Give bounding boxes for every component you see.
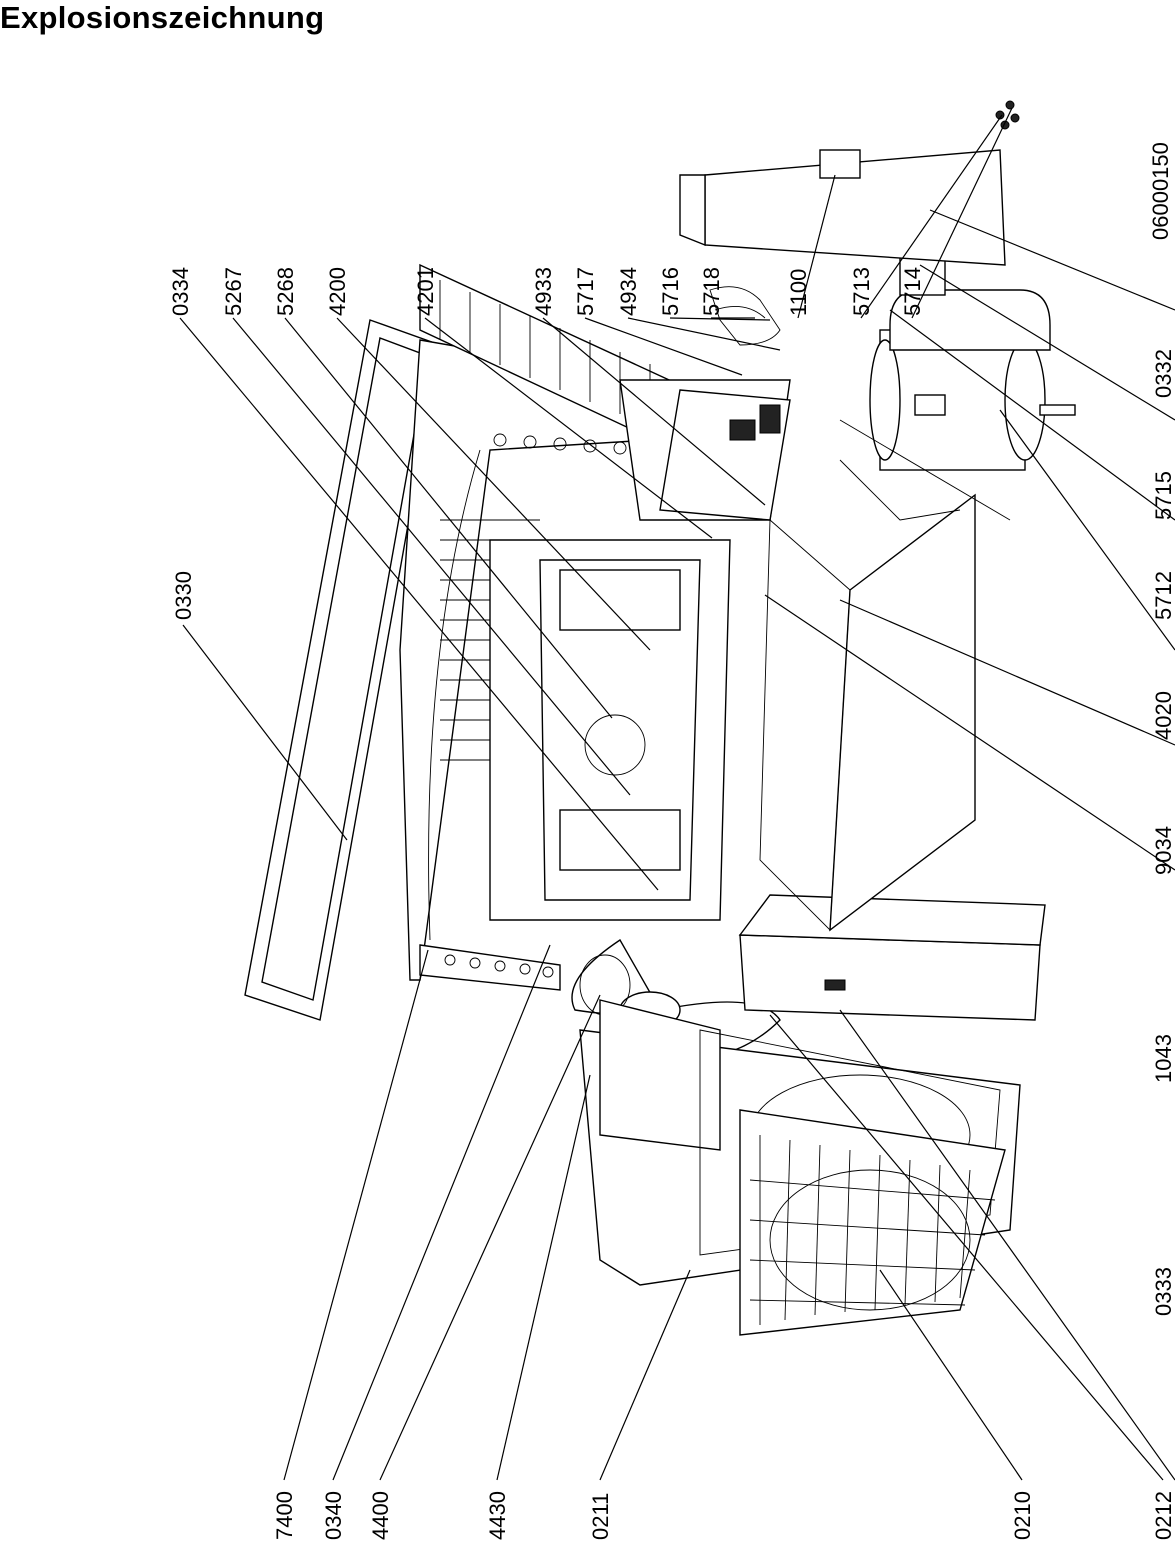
fan-motor-support: [489, 539, 731, 921]
label-4934: 4934: [616, 267, 641, 316]
screws-group: [995, 100, 1020, 130]
small-component-1100: [819, 149, 861, 179]
label-5718: 5718: [699, 267, 724, 316]
label-0340: 0340: [321, 1491, 346, 1540]
label-0330: 0330: [171, 571, 196, 620]
label-0210: 0210: [1010, 1491, 1035, 1540]
side-panel: [738, 894, 1046, 1021]
label-9034: 9034: [1151, 826, 1175, 875]
label-4430: 4430: [485, 1491, 510, 1540]
page-title: Explosionszeichnung: [0, 0, 325, 35]
label-0333: 0333: [1151, 1267, 1175, 1316]
label-5713: 5713: [849, 267, 874, 316]
label-4400: 4400: [368, 1491, 393, 1540]
top-cover-frame: [244, 319, 441, 1021]
label-1100: 1100: [786, 269, 811, 316]
coil-tubing: [709, 286, 781, 346]
label-0334: 0334: [168, 267, 193, 316]
label-0332: 0332: [1151, 349, 1175, 398]
label-5268: 5268: [273, 267, 298, 316]
drawing-number: 06000150: [1148, 142, 1173, 240]
parts: [244, 100, 1076, 1336]
part-labels: 0334 5267 5268 4200 4201 4933 5717 4934 …: [168, 267, 1175, 1540]
label-0212: 0212: [1151, 1491, 1175, 1540]
label-0211: 0211: [588, 1493, 613, 1540]
label-4200: 4200: [325, 267, 350, 316]
label-5267: 5267: [221, 267, 246, 316]
label-5712: 5712: [1151, 571, 1175, 620]
control-box: [619, 379, 791, 521]
label-5717: 5717: [573, 267, 598, 316]
label-5716: 5716: [658, 267, 683, 316]
label-4933: 4933: [531, 267, 556, 316]
leader-lines: [179, 107, 1175, 1481]
label-4201: 4201: [413, 267, 438, 316]
label-5715: 5715: [1151, 471, 1175, 520]
label-1043: 1043: [1151, 1034, 1175, 1083]
front-grill: [739, 1109, 1006, 1336]
label-7400: 7400: [272, 1491, 297, 1540]
base-plate: [759, 493, 976, 932]
label-4020: 4020: [1151, 691, 1175, 740]
compressor: [839, 329, 1076, 521]
side-cover-right: [679, 149, 1006, 266]
label-5714: 5714: [900, 267, 925, 316]
